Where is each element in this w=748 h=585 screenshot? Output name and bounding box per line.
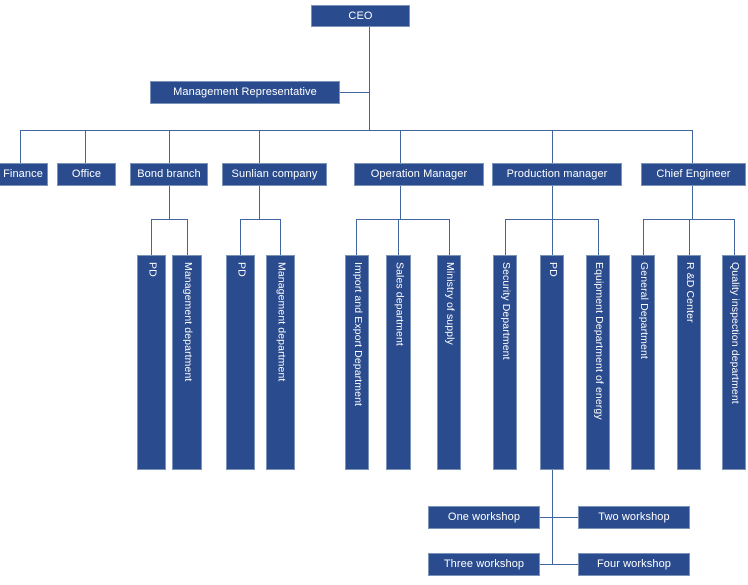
- node-general-department[interactable]: General Department: [631, 255, 655, 470]
- node-three-workshop[interactable]: Three workshop: [428, 553, 540, 576]
- connector-to-production-pd: [552, 219, 553, 255]
- connector-to-ministry-of-supply: [449, 219, 450, 255]
- connector-one-workshop: [540, 517, 552, 518]
- node-bond-management-department[interactable]: Management department: [172, 255, 202, 470]
- node-bond-pd[interactable]: PD: [137, 255, 166, 470]
- node-two-workshop[interactable]: Two workshop: [578, 506, 690, 529]
- connector-bond-branch-down: [169, 186, 170, 219]
- node-sunlian-pd[interactable]: PD: [226, 255, 255, 470]
- connector-to-bond-pd: [151, 219, 152, 255]
- connector-chief-engineer-down: [692, 186, 693, 219]
- connector-to-rd-center: [689, 219, 690, 255]
- node-production-manager[interactable]: Production manager: [492, 163, 622, 186]
- connector-production-down: [552, 186, 553, 219]
- node-quality-inspection-department[interactable]: Quality inspection department: [722, 255, 746, 470]
- connector-sunlian-down: [259, 186, 260, 219]
- connector-drop-production-manager: [552, 130, 553, 163]
- connector-chief-engineer-bus: [643, 219, 734, 220]
- connector-sunlian-bus: [240, 219, 280, 220]
- node-office[interactable]: Office: [57, 163, 116, 186]
- node-finance[interactable]: Finance: [0, 163, 48, 186]
- connector-three-workshop: [540, 564, 552, 565]
- connector-drop-finance: [20, 130, 21, 163]
- node-four-workshop[interactable]: Four workshop: [578, 553, 690, 576]
- connector-operation-bus: [356, 219, 449, 220]
- connector-to-sales-department: [398, 219, 399, 255]
- connector-to-quality-inspection-department: [734, 219, 735, 255]
- node-management-representative[interactable]: Management Representative: [150, 81, 340, 104]
- connector-production-bus: [505, 219, 598, 220]
- node-sunlian-management-department[interactable]: Management department: [266, 255, 295, 470]
- connector-drop-operation-manager: [400, 130, 401, 163]
- node-security-department[interactable]: Security Department: [493, 255, 517, 470]
- connector-to-general-department: [643, 219, 644, 255]
- node-operation-manager[interactable]: Operation Manager: [354, 163, 484, 186]
- node-sunlian-company[interactable]: Sunlian company: [222, 163, 327, 186]
- connector-drop-sunlian-company: [259, 130, 260, 163]
- connector-drop-office: [85, 130, 86, 163]
- connector-to-security-department: [505, 219, 506, 255]
- connector-to-equipment-department: [598, 219, 599, 255]
- node-ministry-of-supply[interactable]: Ministry of supply: [437, 255, 461, 470]
- node-chief-engineer[interactable]: Chief Engineer: [641, 163, 746, 186]
- connector-to-sunlian-management-department: [280, 219, 281, 255]
- connector-to-sunlian-pd: [240, 219, 241, 255]
- connector-operation-down: [400, 186, 401, 219]
- node-bond-branch[interactable]: Bond branch: [130, 163, 208, 186]
- node-sales-department[interactable]: Sales department: [386, 255, 411, 470]
- connector-to-bond-management-department: [187, 219, 188, 255]
- node-production-pd[interactable]: PD: [540, 255, 564, 470]
- connector-management-representative: [340, 92, 370, 93]
- node-equipment-department-of-energy[interactable]: Equipment Department of energy: [586, 255, 610, 470]
- connector-two-workshop: [552, 517, 578, 518]
- connector-bond-bus: [151, 219, 187, 220]
- connector-four-workshop: [552, 564, 578, 565]
- connector-ceo-down: [369, 27, 370, 130]
- node-ceo[interactable]: CEO: [311, 5, 410, 27]
- node-rd-center[interactable]: R &D Center: [677, 255, 701, 470]
- node-one-workshop[interactable]: One workshop: [428, 506, 540, 529]
- connector-drop-chief-engineer: [692, 130, 693, 163]
- connector-to-import-export-department: [356, 219, 357, 255]
- connector-level2-bus: [20, 130, 693, 131]
- node-import-export-department[interactable]: Import and Export Department: [345, 255, 369, 470]
- connector-drop-bond-branch: [169, 130, 170, 163]
